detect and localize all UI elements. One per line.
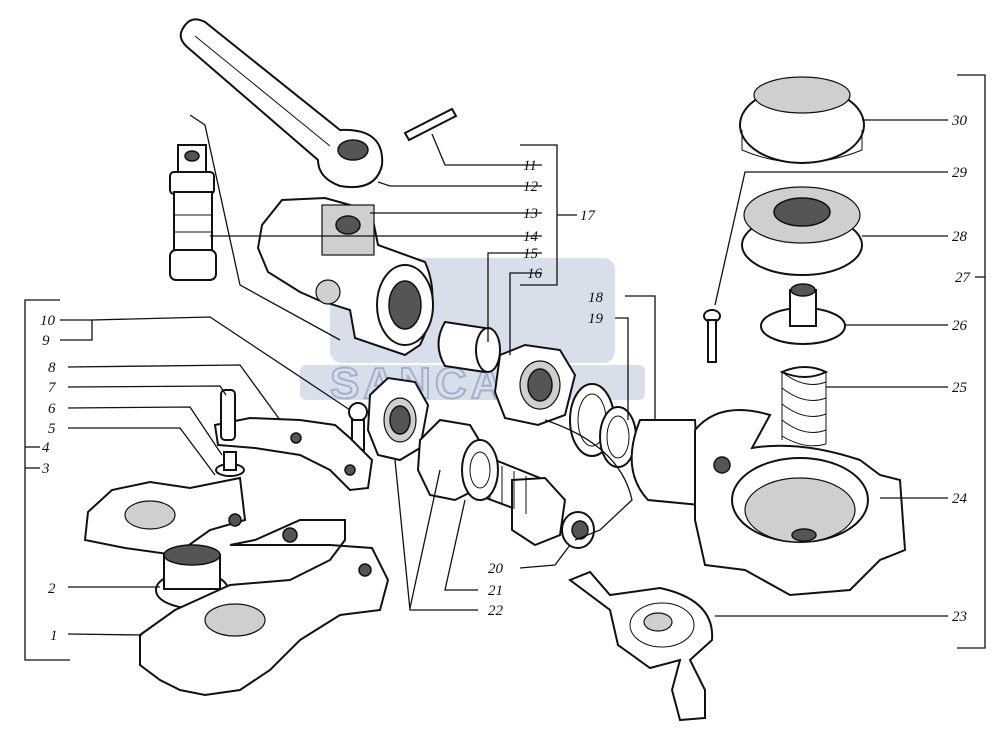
label-22: 22: [488, 603, 504, 619]
part-11-pin: [403, 107, 458, 142]
part-22-nut: [366, 376, 430, 462]
part-13-valve-body: [256, 196, 434, 357]
part-24-housing: [630, 409, 907, 597]
part-28-cup: [741, 186, 863, 276]
label-19: 19: [588, 311, 604, 327]
part-30-split-ring: [739, 76, 865, 164]
part-7-stud: [220, 389, 236, 441]
leader-lines: [24, 74, 986, 661]
part-12-handle: [179, 18, 384, 188]
part-8-lever: [213, 416, 374, 492]
label-10: 10: [40, 313, 56, 329]
part-25-spring: [779, 366, 829, 447]
label-20: 20: [488, 561, 504, 577]
label-28: 28: [952, 229, 968, 245]
part-14-valve-stem: [169, 144, 217, 281]
label-4: 4: [42, 440, 50, 456]
label-9: 9: [42, 333, 50, 349]
part-23-lock-plate: [567, 570, 714, 722]
label-7: 7: [48, 380, 57, 396]
part-29-pin: [703, 309, 721, 363]
label-11: 11: [523, 158, 537, 174]
label-12: 12: [523, 179, 539, 195]
label-30: 30: [951, 113, 968, 129]
label-29: 29: [952, 165, 968, 181]
label-18: 18: [588, 290, 604, 306]
label-14: 14: [523, 229, 539, 245]
part-15-sleeve: [437, 320, 501, 374]
part-20-fitting: [416, 418, 595, 549]
part-16-nut: [493, 343, 577, 427]
part-26-spring-seat: [760, 283, 846, 345]
label-25: 25: [952, 380, 968, 396]
label-17: 17: [580, 208, 597, 224]
label-23: 23: [952, 609, 967, 625]
label-21: 21: [488, 583, 503, 599]
part-21-washer: [461, 439, 499, 501]
label-16: 16: [527, 266, 543, 282]
label-26: 26: [952, 318, 968, 334]
part-1-base: [139, 519, 390, 697]
label-1: 1: [50, 628, 58, 644]
part-labels: 1 2 3 4 5 6 7 8 9 10 11 12 13 14 15 16 1…: [40, 113, 972, 644]
label-6: 6: [48, 401, 56, 417]
part-5-6-screw-washer: [215, 451, 245, 477]
label-15: 15: [523, 246, 539, 262]
label-24: 24: [952, 491, 968, 507]
label-27: 27: [955, 270, 972, 286]
label-3: 3: [41, 461, 50, 477]
label-13: 13: [523, 206, 538, 222]
label-5: 5: [48, 421, 56, 437]
label-8: 8: [48, 360, 56, 376]
part-2-bushing: [155, 544, 229, 609]
part-18-washer: [599, 406, 637, 468]
part-3-bracket: [83, 476, 247, 557]
label-2: 2: [48, 581, 56, 597]
